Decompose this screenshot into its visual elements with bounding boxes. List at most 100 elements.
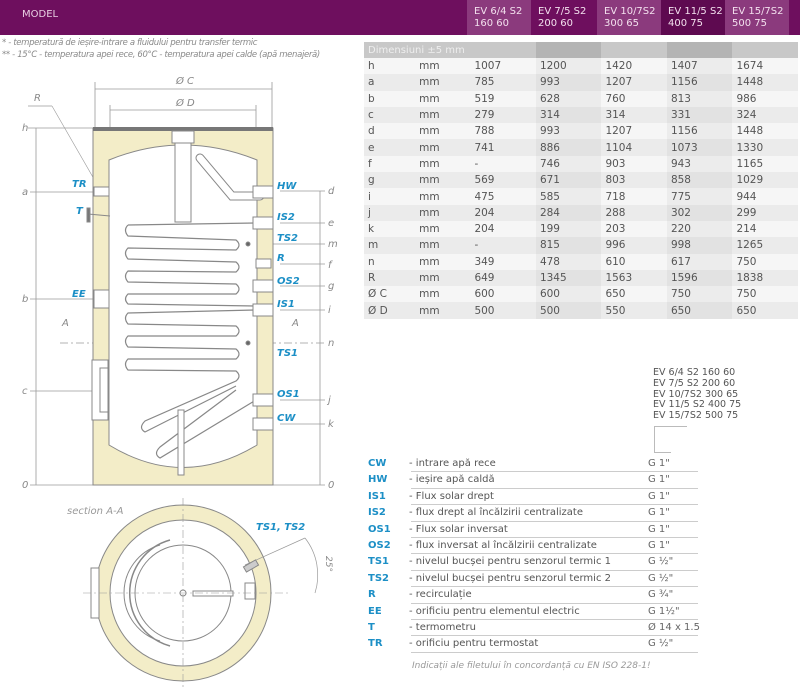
legend-divider [411,635,698,637]
model-list-item: EV 7/5 S2 200 60 [653,377,736,389]
dim-name-cell: b [364,90,416,107]
model-spec: 160 60 [474,18,509,29]
value-cell: 785 [470,74,536,91]
model-col-4: EV 11/5 S2 400 75 [661,0,725,35]
value-cell: 610 [601,253,667,270]
section-mark-left: A [61,318,69,329]
legend-desc: - orificiu pentru elementul electric [409,605,580,617]
dim-label-j: j [326,395,331,406]
dim-name-cell: c [364,106,416,124]
model-list-item: EV 15/7S2 500 75 [653,410,739,422]
dim-cell [601,42,667,58]
value-cell: 500 [470,302,536,319]
unit-cell: mm [415,123,471,140]
dim-label-i: i [328,305,331,316]
value-cell: - [470,155,536,173]
dim-name-cell: i [364,188,416,205]
model-col-3: EV 10/7S2 300 65 [597,0,661,35]
legend-code: T [368,621,375,633]
value-cell: 600 [535,286,602,303]
legend-value: G ¾" [648,589,674,601]
legend-divider [411,602,698,604]
value-cell: 331 [666,106,733,124]
value-cell: 1448 [732,123,798,140]
legend-desc: - Flux solar drept [409,490,494,502]
value-cell: 204 [470,204,536,221]
dim-label-zero-right: 0 [328,480,334,491]
value-cell: 550 [601,302,667,319]
value-cell: 746 [535,155,602,173]
value-cell: 299 [732,204,798,221]
legend-code: OS2 [368,539,391,551]
legend-code: IS2 [368,507,386,519]
unit-cell: mm [415,286,471,303]
value-cell: 649 [470,269,536,287]
legend-desc: - flux inversat al încălzirii centraliza… [409,539,597,551]
angle-label: 25° [323,556,333,572]
bracket-decoration [654,426,687,453]
value-cell: 903 [601,155,667,173]
value-cell: 1200 [535,58,602,75]
value-cell: 220 [666,220,733,238]
value-cell: 741 [470,139,536,156]
dim-header-row: Dimensiuni ±5 mm [364,42,798,58]
value-cell: 996 [601,237,667,254]
dim-label-k: k [328,419,335,430]
value-cell: 813 [666,90,733,107]
value-cell: 943 [666,155,733,173]
model-list-item: EV 11/5 S2 400 75 [653,399,742,411]
model-col-1: EV 6/4 S2 160 60 [467,0,531,35]
value-cell: 600 [470,286,536,303]
value-cell: 1073 [666,139,733,156]
section-mark-right: A [291,318,299,329]
unit-cell: mm [415,188,471,205]
model-col-5: EV 15/7S2 500 75 [725,0,789,35]
unit-cell: mm [415,172,471,189]
value-cell: 650 [666,302,733,319]
legend-value: G 1" [648,458,670,469]
legend-code: TS2 [368,572,389,584]
legend-divider [411,520,698,522]
legend-code: TS1 [368,556,389,568]
legend-row: TS1- nivelul bucșei pentru senzorul term… [368,554,698,571]
legend-divider [411,586,698,588]
legend-desc: - Flux solar inversat [409,523,508,535]
legend-row: IS1 - Flux solar drept G 1" [368,489,698,506]
legend-value: G 1" [648,490,670,502]
value-cell: - [470,237,536,254]
legend-divider [411,536,698,538]
value-cell: 1265 [732,237,798,254]
value-cell: 1207 [601,74,667,91]
tank-body [86,127,274,486]
legend-code: R [368,589,376,601]
legend-divider [411,487,698,489]
dim-label-n: n [328,338,334,349]
tank-diagram: Ø C Ø D R h a b c 0 d e m f g i n j k 0 … [22,75,338,690]
value-cell: 788 [470,123,536,140]
model-name: EV 11/5 S2 [668,6,723,17]
legend-code: IS1 [368,490,386,502]
legend-code: OS1 [368,523,391,535]
legend-value: G ½" [648,572,674,584]
legend-divider [411,471,698,473]
unit-cell: mm [415,237,471,254]
value-cell: 1156 [666,74,733,91]
dim-label-f: f [328,260,333,271]
value-cell: 1165 [732,155,798,173]
port-label-hw: HW [277,181,297,192]
dim-label-a: a [22,187,28,198]
dim-label-c: c [22,386,28,397]
value-cell: 775 [666,188,733,205]
value-cell: 569 [470,172,536,189]
